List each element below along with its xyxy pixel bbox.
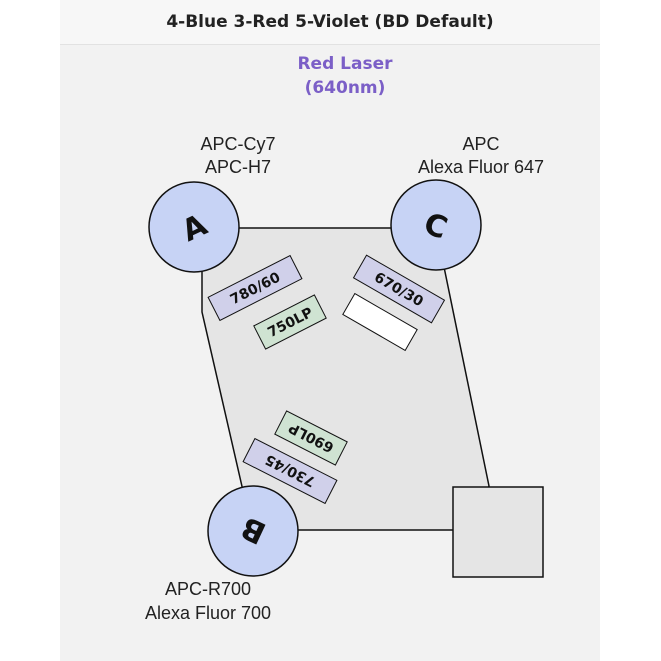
pmt-b: B	[207, 485, 299, 577]
detector-a-label-1: APC-Cy7	[200, 134, 275, 154]
empty-port-square	[452, 486, 544, 578]
filter-750lp: 750LP	[253, 294, 327, 350]
empty-filter-slot	[342, 292, 418, 352]
detector-b-label-1: APC-R700	[165, 579, 251, 599]
detector-c-label-2: Alexa Fluor 647	[418, 157, 544, 177]
laser-wavelength: (640nm)	[305, 78, 386, 98]
pmt-c: C	[390, 179, 482, 271]
page-title: 4-Blue 3-Red 5-Violet (BD Default)	[166, 12, 494, 32]
octagon-body	[201, 227, 490, 531]
detector-a-label-2: APC-H7	[205, 157, 271, 177]
pmt-a: A	[148, 181, 240, 273]
detector-c-label-1: APC	[462, 134, 499, 154]
detector-b-label-2: Alexa Fluor 700	[145, 603, 271, 623]
diagram-panel: 4-Blue 3-Red 5-Violet (BD Default)	[60, 0, 600, 661]
header-bar: 4-Blue 3-Red 5-Violet (BD Default)	[60, 0, 600, 45]
laser-name: Red Laser	[297, 54, 393, 74]
